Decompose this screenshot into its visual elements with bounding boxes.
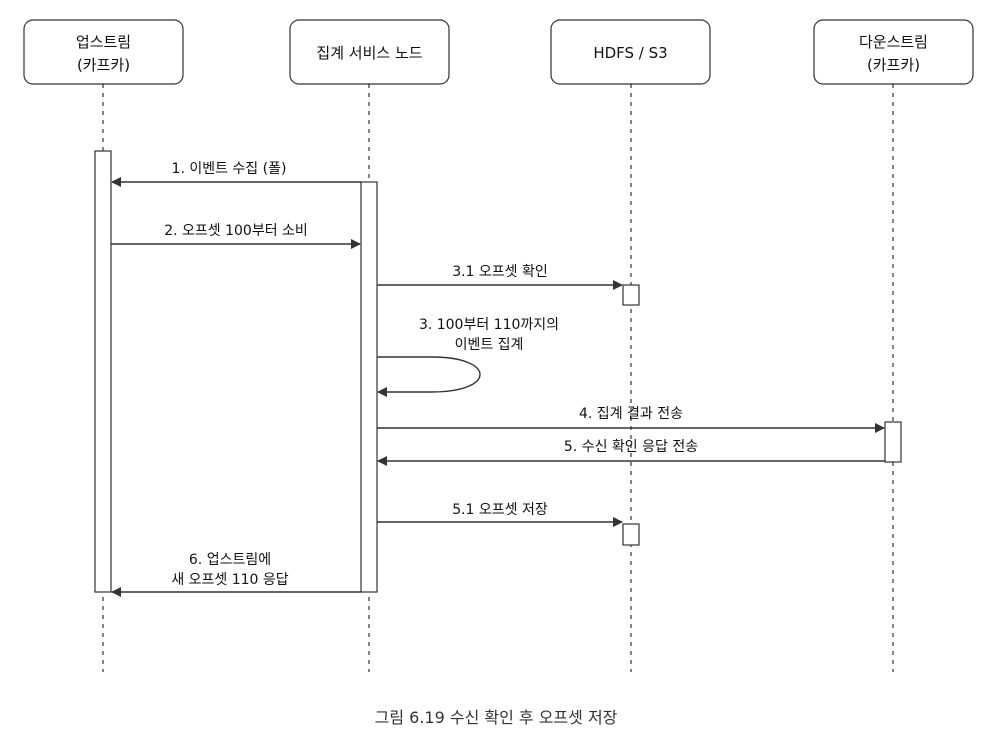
message-5-label: 5. 수신 확인 응답 전송 [564, 439, 698, 455]
participant-aggregator: 집계 서비스 노드 [289, 19, 450, 85]
participant-storage-label: HDFS / S3 [593, 44, 667, 62]
participant-aggregator-label: 집계 서비스 노드 [316, 44, 422, 62]
message-3-1-label: 3.1 오프셋 확인 [452, 264, 548, 280]
message-3-1: 3.1 오프셋 확인 [377, 264, 623, 290]
activation-upstream [94, 150, 112, 593]
message-4-label: 4. 집계 결과 전송 [579, 406, 683, 422]
message-2-label: 2. 오프셋 100부터 소비 [164, 223, 308, 239]
message-6: 6. 업스트림에 새 오프셋 110 응답 [111, 552, 361, 597]
activation-storage-1 [622, 284, 640, 306]
figure-caption: 그림 6.19 수신 확인 후 오프셋 저장 [375, 708, 618, 727]
message-3-loop-arrow [377, 356, 481, 397]
participant-upstream-line2: (카프카) [77, 56, 130, 74]
message-4: 4. 집계 결과 전송 [377, 406, 885, 433]
participant-upstream-line1: 업스트림 [76, 33, 131, 51]
message-1-label: 1. 이벤트 수집 (폴) [172, 161, 287, 177]
message-5-1: 5.1 오프셋 저장 [377, 502, 623, 527]
participant-downstream-line2: (카프카) [867, 56, 920, 74]
message-2: 2. 오프셋 100부터 소비 [111, 223, 361, 249]
message-3-label-line1: 3. 100부터 110까지의 [419, 317, 559, 333]
activation-aggregator [360, 181, 378, 593]
activation-storage-2 [622, 523, 640, 546]
message-1: 1. 이벤트 수집 (폴) [111, 161, 361, 187]
message-6-label-line2: 새 오프셋 110 응답 [171, 572, 288, 588]
message-5-1-label: 5.1 오프셋 저장 [452, 502, 548, 518]
message-3: 3. 100부터 110까지의 이벤트 집계 [377, 317, 559, 397]
participant-downstream: 다운스트림 (카프카) [813, 19, 974, 85]
activation-downstream [884, 421, 902, 463]
participant-storage: HDFS / S3 [550, 19, 711, 85]
participant-downstream-line1: 다운스트림 [859, 33, 928, 51]
message-6-label-line1: 6. 업스트림에 [189, 552, 271, 568]
participant-upstream: 업스트림 (카프카) [23, 19, 184, 85]
message-5: 5. 수신 확인 응답 전송 [377, 439, 885, 466]
message-3-label-line2: 이벤트 집계 [455, 337, 524, 353]
